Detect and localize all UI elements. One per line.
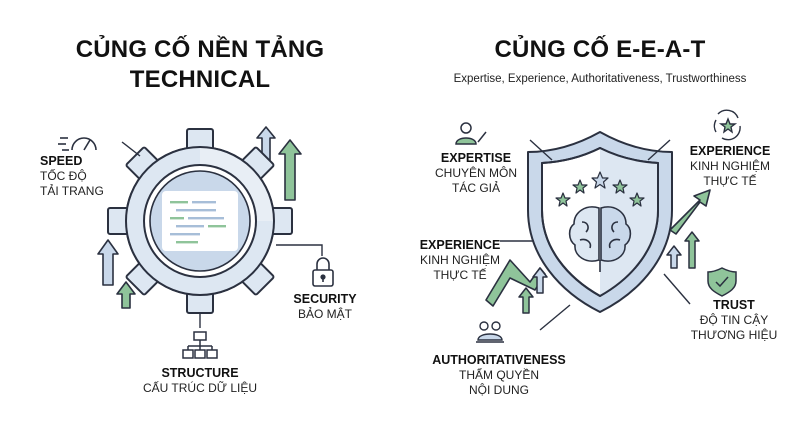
experience-left-line1: KINH NGHIỆM — [419, 253, 500, 267]
arrow-up-icon — [97, 126, 302, 309]
code-screen-icon — [162, 191, 238, 251]
structure-title: STRUCTURE — [161, 366, 239, 380]
gear-icon — [107, 128, 293, 314]
arrow-up-icon — [518, 231, 700, 314]
structure-line1: CẤU TRÚC DỮ LIỆU — [142, 381, 258, 395]
trust-label: TRUST ĐỘ TIN CẬY THƯƠNG HIỆU — [682, 298, 786, 343]
authority-line1: THẨM QUYỀN — [458, 368, 539, 382]
growth-arrow-icon — [485, 189, 711, 307]
sitemap-icon — [182, 331, 218, 359]
expertise-label: EXPERTISE CHUYÊN MÔN TÁC GIẢ — [428, 151, 524, 196]
security-title: SECURITY — [293, 292, 357, 306]
experience-top-title: EXPERIENCE — [689, 144, 771, 158]
technical-panel: CỦNG CỐ NỀN TẢNG TECHNICAL — [0, 35, 400, 396]
people-ribbon-icon — [476, 321, 504, 343]
shield-icon — [527, 131, 673, 313]
technical-title-line1: CỦNG CỐ NỀN TẢNG — [75, 36, 325, 63]
star-cycle-icon — [713, 109, 741, 141]
brain-icon — [568, 206, 632, 272]
speedometer-icon — [58, 137, 97, 151]
eeat-illustration — [455, 109, 741, 343]
technical-illustration — [58, 126, 334, 359]
experience-top-line1: KINH NGHIỆM — [689, 159, 770, 173]
trust-line1: ĐỘ TIN CẬY — [699, 313, 769, 327]
technical-title: CỦNG CỐ NỀN TẢNG TECHNICAL — [0, 35, 400, 95]
speed-label: SPEED TỐC ĐỘ TẢI TRANG — [40, 154, 140, 199]
eeat-title: CỦNG CỐ E-E-A-T — [494, 36, 706, 63]
trust-title: TRUST — [713, 298, 755, 312]
security-line1: BẢO MẬT — [297, 307, 352, 321]
experience-left-line2: THỰC TẾ — [433, 268, 487, 282]
eeat-subtitle: Expertise, Experience, Authoritativeness… — [453, 73, 747, 85]
authority-line2: NỘI DUNG — [469, 383, 529, 397]
experience-top-line2: THỰC TẾ — [703, 174, 757, 188]
person-pen-icon — [455, 122, 487, 145]
authority-label: AUTHORITATIVENESS THẨM QUYỀN NỘI DUNG — [424, 353, 574, 398]
connector-lines — [121, 141, 323, 328]
lock-icon — [312, 257, 334, 287]
authority-title: AUTHORITATIVENESS — [432, 353, 566, 367]
experience-left-label: EXPERIENCE KINH NGHIỆM THỰC TẾ — [408, 238, 512, 283]
speed-title: SPEED — [40, 154, 83, 168]
technical-title-line2: TECHNICAL — [129, 66, 271, 93]
trust-line2: THƯƠNG HIỆU — [690, 328, 778, 342]
connector-lines — [500, 139, 691, 331]
expertise-line2: TÁC GIẢ — [451, 181, 500, 195]
security-label: SECURITY BẢO MẬT — [280, 292, 370, 322]
experience-left-title: EXPERIENCE — [419, 238, 501, 252]
star-icon — [555, 171, 645, 207]
shield-check-icon — [707, 267, 737, 297]
experience-top-label: EXPERIENCE KINH NGHIỆM THỰC TẾ — [680, 144, 780, 189]
expertise-line1: CHUYÊN MÔN — [434, 166, 517, 180]
eeat-panel: CỦNG CỐ E-E-A-T Expertise, Experience, A… — [400, 0, 800, 436]
structure-label: STRUCTURE CẤU TRÚC DỮ LIỆU — [120, 366, 280, 396]
speed-line2: TẢI TRANG — [40, 184, 104, 198]
speed-line1: TỐC ĐỘ — [40, 169, 87, 183]
expertise-title: EXPERTISE — [440, 151, 512, 165]
